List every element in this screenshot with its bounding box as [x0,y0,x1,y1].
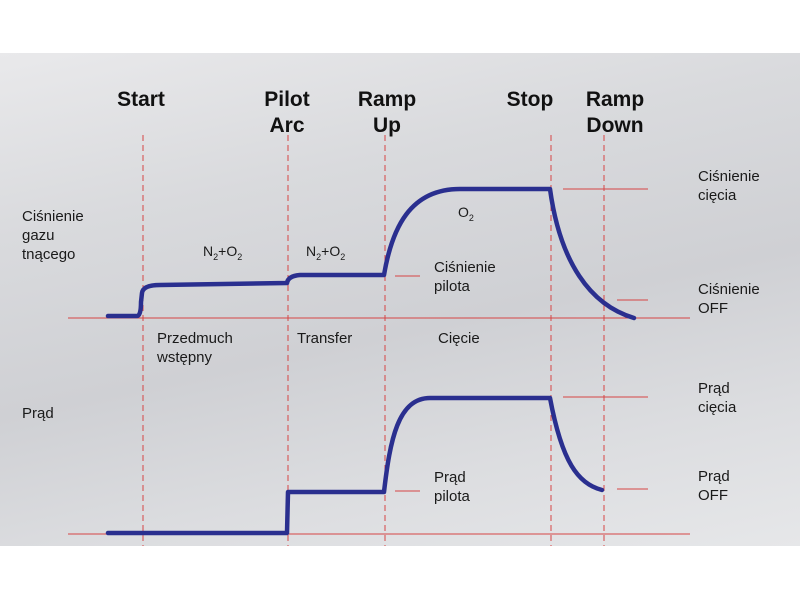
phase-start: Start [117,88,165,111]
gas-label-cutting: O2 [458,204,474,223]
gas-pressure-title-line1: Ciśnienie [22,208,84,225]
phase-ramp-up-line1: Ramp [358,88,416,111]
phase-ramp-up-line2: Up [373,114,401,137]
cut-current-label-line2: cięcia [698,399,737,416]
pressure-off-label-line2: OFF [698,300,728,317]
cut-pressure-label-line1: Ciśnienie [698,168,760,185]
cut-pressure-label-line2: cięcia [698,187,737,204]
pressure-off-label-line1: Ciśnienie [698,281,760,298]
pilot-current-label-line1: Prąd [434,469,466,486]
phase-pilot-arc-line1: Pilot [264,88,310,111]
stage-preflow-line1: Przedmuch [157,330,233,347]
gas-pressure-title-line2: gazu [22,227,55,244]
stage-transfer: Transfer [297,330,352,347]
current-title: Prąd [22,405,54,422]
gas-label-preflow: N2+O2 [203,243,242,262]
stage-preflow-line2: wstępny [156,349,213,366]
pilot-current-label-line2: pilota [434,488,471,505]
gas-label-transfer: N2+O2 [306,243,345,262]
current-off-label-line2: OFF [698,487,728,504]
phase-pilot-arc-line2: Arc [269,114,304,137]
current-curve [105,395,605,536]
pilot-pressure-label-line2: pilota [434,278,471,295]
gas-pressure-curve [105,186,637,321]
diagram-background [0,53,800,546]
phase-ramp-down-line2: Down [586,114,643,137]
current-off-label-line1: Prąd [698,468,730,485]
stage-cutting: Cięcie [438,330,480,347]
cut-current-label-line1: Prąd [698,380,730,397]
pilot-pressure-label-line1: Ciśnienie [434,259,496,276]
phase-ramp-down-line1: Ramp [586,88,644,111]
gas-pressure-title-line3: tnącego [22,246,75,263]
phase-stop: Stop [507,88,554,111]
